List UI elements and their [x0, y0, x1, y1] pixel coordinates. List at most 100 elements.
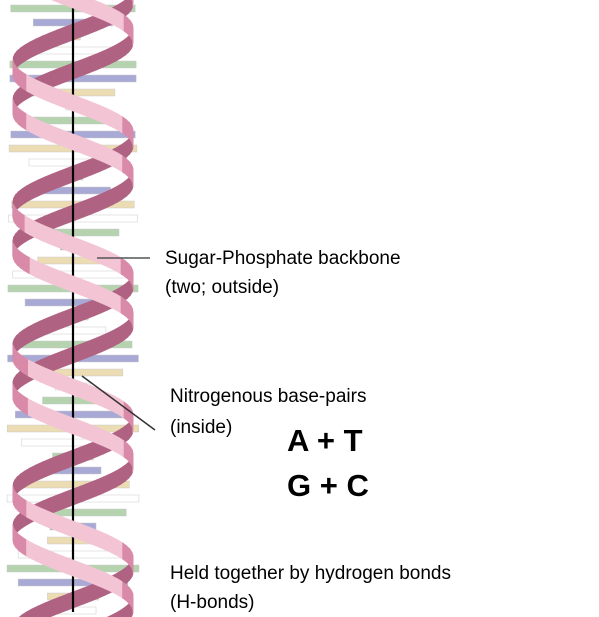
strand-b-segment — [24, 41, 31, 62]
strand-a-segment — [85, 338, 95, 359]
strand-a-segment — [88, 281, 97, 302]
strand-b-segment — [124, 0, 130, 17]
strand-a-segment — [125, 35, 130, 56]
strand-a-segment — [54, 350, 63, 371]
strand-a-segment — [67, 557, 77, 578]
strand-a-segment — [64, 272, 74, 293]
strand-b-segment — [15, 332, 20, 353]
strand-a-segment — [90, 566, 100, 587]
strand-b-segment — [37, 80, 46, 101]
strand-a-segment — [72, 59, 82, 80]
strand-a-segment — [72, 275, 82, 296]
strand-b-segment — [27, 359, 35, 380]
strand-b-segment — [111, 536, 119, 557]
strand-b-segment — [17, 188, 23, 209]
strand-b-segment — [75, 95, 85, 116]
strand-b-segment — [44, 173, 53, 194]
strand-a-segment — [105, 572, 113, 593]
bonds-sublabel: (H-bonds) — [170, 592, 254, 613]
strand-a-segment — [93, 425, 102, 446]
strand-b-segment — [47, 368, 56, 389]
strand-a-segment — [85, 0, 95, 17]
strand-b-segment — [61, 308, 71, 329]
strand-b-segment — [49, 227, 58, 248]
strand-b-segment — [18, 353, 24, 374]
strand-b-segment — [56, 452, 66, 473]
strand-a-segment — [105, 146, 113, 167]
strand-a-segment — [75, 560, 84, 581]
strand-a-segment — [44, 548, 53, 569]
strand-b-segment — [117, 539, 124, 560]
strand-b-segment — [21, 497, 28, 518]
strand-a-segment — [126, 158, 131, 179]
strand-a-segment — [83, 197, 92, 218]
strand-a-segment — [26, 539, 33, 560]
strand-a-segment — [27, 398, 35, 419]
strand-a-segment — [85, 422, 95, 443]
strand-a-segment — [75, 200, 84, 221]
strand-b-segment — [125, 260, 130, 281]
strand-a-segment — [107, 5, 115, 26]
strand-a-segment — [44, 122, 53, 143]
strand-b-segment — [122, 116, 128, 137]
strand-a-segment — [93, 0, 102, 20]
strand-a-segment — [16, 248, 22, 269]
strand-b-segment — [78, 380, 87, 401]
strand-b-segment — [88, 440, 97, 461]
bases-label: Nitrogenous base-pairs — [170, 386, 366, 407]
strand-a-segment — [113, 8, 120, 29]
strand-a-segment — [88, 53, 97, 74]
strand-b-segment — [26, 74, 33, 95]
strand-a-segment — [122, 581, 127, 602]
strand-b-segment — [120, 257, 126, 278]
strand-b-segment — [85, 383, 95, 404]
strand-b-segment — [67, 590, 76, 611]
strand-a-segment — [51, 125, 61, 146]
strand-a-segment — [49, 266, 58, 287]
strand-b-segment — [35, 461, 43, 482]
pair-g-c: G + C — [287, 468, 369, 503]
strand-b-segment — [16, 47, 21, 68]
strand-b-segment — [69, 305, 79, 326]
strand-b-segment — [44, 509, 53, 530]
strand-a-segment — [107, 431, 115, 452]
strand-b-segment — [17, 494, 23, 515]
strand-b-segment — [83, 584, 92, 605]
strand-a-segment — [123, 440, 129, 461]
strand-a-segment — [83, 563, 92, 584]
strand-b-segment — [39, 317, 48, 338]
strand-b-segment — [51, 170, 61, 191]
strand-b-segment — [123, 401, 129, 422]
strand-a-segment — [109, 470, 117, 491]
strand-a-segment — [103, 47, 111, 68]
strand-b-segment — [64, 449, 74, 470]
strand-b-segment — [40, 365, 48, 386]
strand-a-segment — [59, 128, 69, 149]
strand-b-segment — [56, 26, 66, 47]
strand-b-segment — [16, 209, 22, 230]
strand-b-segment — [31, 503, 39, 524]
strand-a-segment — [111, 149, 119, 170]
strand-a-segment — [127, 442, 131, 465]
strand-a-segment — [64, 62, 74, 83]
strand-a-segment — [98, 569, 106, 590]
strand-a-segment — [17, 107, 23, 128]
strand-b-segment — [26, 182, 33, 203]
strand-b-segment — [117, 113, 124, 134]
strand-a-segment — [113, 434, 120, 455]
strand-b-segment — [31, 605, 39, 617]
strand-a-segment — [15, 103, 19, 126]
strand-a-segment — [126, 602, 131, 617]
strand-b-segment — [59, 593, 68, 614]
strand-a-segment — [98, 143, 106, 164]
strand-b-segment — [85, 299, 95, 320]
strand-b-segment — [70, 377, 79, 398]
strand-b-segment — [91, 527, 100, 548]
strand-a-segment — [123, 320, 129, 341]
strand-a-segment — [37, 545, 46, 566]
strand-a-segment — [120, 38, 126, 59]
strand-b-segment — [88, 14, 97, 35]
strand-a-segment — [83, 137, 92, 158]
strand-b-segment — [72, 236, 82, 257]
